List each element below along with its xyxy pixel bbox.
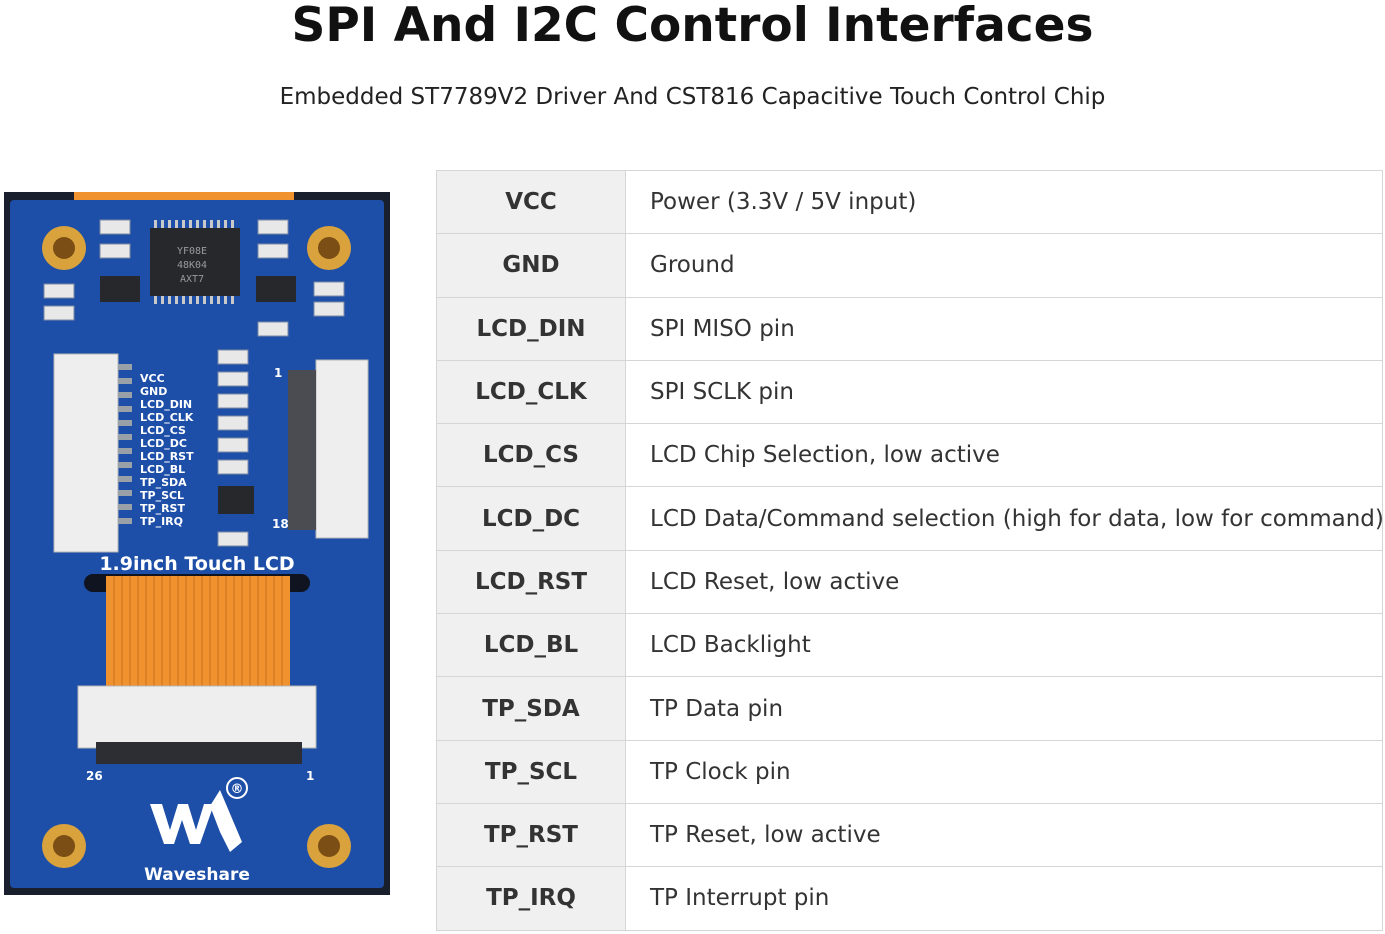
driver-chip	[150, 228, 240, 296]
pin-description: LCD Backlight	[625, 613, 1383, 678]
header-label: LCD_RST	[140, 450, 194, 463]
chip-marking-1: YF08E	[177, 246, 207, 257]
transistor	[218, 486, 254, 514]
mounting-hole	[42, 226, 86, 270]
header-label: TP_IRQ	[140, 515, 183, 528]
top-flex-edge	[74, 192, 294, 200]
bottom-fpc-connector	[77, 685, 317, 749]
transistor	[100, 276, 140, 302]
header-pin-labels: VCC GND LCD_DIN LCD_CLK LCD_CS LCD_DC LC…	[140, 372, 194, 528]
pin-description: LCD Chip Selection, low active	[625, 423, 1383, 488]
pin-description: LCD Reset, low active	[625, 549, 1383, 615]
header-label: LCD_DC	[140, 437, 187, 450]
right-fpc-connector	[315, 359, 369, 539]
product-label: 1.9inch Touch LCD	[99, 553, 294, 575]
pin-name: TP_SDA	[436, 676, 626, 741]
pin-description: TP Reset, low active	[625, 802, 1383, 868]
header-label: GND	[140, 385, 167, 398]
pin-name: VCC	[436, 169, 626, 235]
registered-mark: ®	[231, 782, 244, 797]
chip-marking-3: AXT7	[180, 274, 204, 285]
pin-name: GND	[436, 233, 626, 298]
header-label: LCD_CLK	[140, 411, 194, 424]
pin-description: LCD Data/Command selection (high for dat…	[625, 486, 1383, 551]
header-label: TP_RST	[140, 502, 185, 515]
pin-name: LCD_CLK	[436, 359, 626, 425]
pin-description: TP Clock pin	[625, 739, 1383, 804]
board-photo: YF08E 48K04 AXT7 VCC GND LCD_DIN LCD_CLK…	[4, 192, 390, 895]
pin-name: TP_IRQ	[436, 866, 626, 931]
chip-marking-2: 48K04	[177, 260, 207, 271]
pin-first-label: 1	[274, 366, 282, 380]
pin-name: LCD_DIN	[436, 296, 626, 361]
pin-name: LCD_RST	[436, 549, 626, 615]
left-pin-header	[53, 353, 119, 553]
header-label: TP_SCL	[140, 489, 184, 502]
fpc-right-label: 1	[306, 769, 314, 783]
pin-description: Power (3.3V / 5V input)	[625, 169, 1383, 235]
mounting-hole	[307, 226, 351, 270]
pin-name: TP_SCL	[436, 739, 626, 804]
header-label: LCD_CS	[140, 424, 186, 437]
mounting-hole	[307, 824, 351, 868]
header-label: VCC	[140, 372, 165, 385]
pin-description: TP Data pin	[625, 676, 1383, 741]
pin-last-label: 18	[272, 517, 289, 531]
mounting-hole	[42, 824, 86, 868]
header-label: TP_SDA	[140, 476, 187, 489]
waveshare-logo	[150, 777, 248, 852]
header-label: LCD_DIN	[140, 398, 192, 411]
header-label: LCD_BL	[140, 463, 185, 476]
transistor	[256, 276, 296, 302]
pin-name: LCD_CS	[436, 423, 626, 488]
pin-description: Ground	[625, 233, 1383, 298]
pin-name: LCD_DC	[436, 486, 626, 551]
brand-label: Waveshare	[144, 865, 250, 885]
pin-name: LCD_BL	[436, 613, 626, 678]
pin-description: TP Interrupt pin	[625, 866, 1383, 931]
pin-description: SPI SCLK pin	[625, 359, 1383, 425]
page-subtitle: Embedded ST7789V2 Driver And CST816 Capa…	[279, 84, 1106, 110]
pin-name: TP_RST	[436, 802, 626, 868]
fpc-left-label: 26	[86, 769, 103, 783]
page-title: SPI And I2C Control Interfaces	[291, 0, 1094, 53]
flex-cable	[106, 576, 290, 696]
pin-description: SPI MISO pin	[625, 296, 1383, 361]
